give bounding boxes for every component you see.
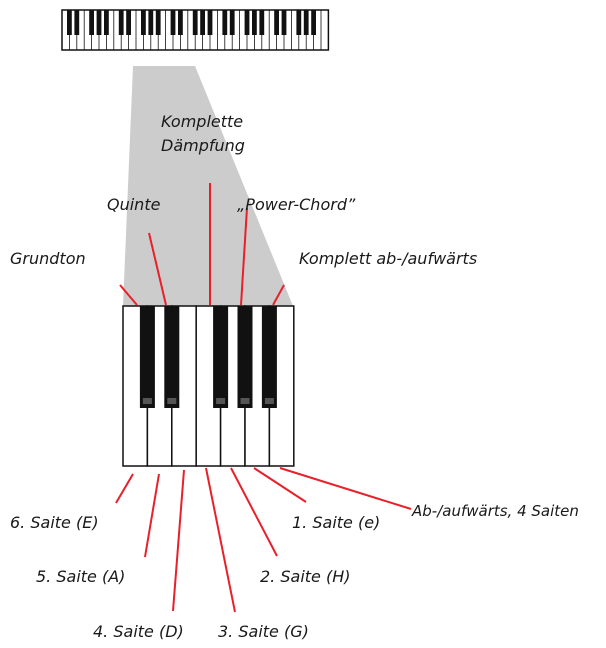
mini-black-key: [155, 10, 161, 35]
label-saite5: 5. Saite (A): [36, 567, 125, 586]
callout-saite3: [205, 467, 236, 613]
callout-saite1: [253, 467, 307, 503]
label-power-chord: „Power-Chord”: [237, 195, 356, 214]
mini-black-key: [126, 10, 131, 35]
mini-black-key: [148, 10, 154, 35]
black-key-highlight: [142, 398, 152, 404]
label-ab-4: Ab-/aufwärts, 4 Saiten: [411, 502, 579, 520]
mini-black-key: [96, 10, 102, 35]
mini-black-key: [192, 10, 198, 35]
mini-black-key: [222, 10, 228, 35]
black-key: [139, 306, 155, 408]
label-quinte: Quinte: [107, 195, 161, 214]
callout-ab-4: [279, 467, 412, 510]
mini-black-key: [67, 10, 72, 35]
label-saite6: 6. Saite (E): [10, 513, 99, 532]
mini-black-key: [252, 10, 257, 35]
mini-black-key: [311, 10, 316, 35]
callout-quinte: [148, 232, 167, 306]
black-key: [237, 306, 253, 408]
mini-black-key: [303, 10, 309, 35]
mini-black-key: [244, 10, 250, 35]
mini-black-key: [178, 10, 183, 35]
black-key-highlight: [240, 398, 250, 404]
callout-saite6: [115, 473, 134, 504]
label-komplett-ab: Komplett ab-/aufwärts: [299, 249, 477, 268]
black-key-highlight: [264, 398, 274, 404]
black-key-highlight: [216, 398, 226, 404]
mini-black-key: [74, 10, 80, 35]
label-grundton: Grundton: [10, 249, 86, 268]
callout-komplett-ab: [272, 284, 285, 306]
enlarged-keyboard-section: [122, 305, 295, 467]
label-saite1: 1. Saite (e): [292, 513, 380, 532]
mini-black-key: [118, 10, 124, 35]
mini-black-key: [89, 10, 94, 35]
mini-black-key: [170, 10, 176, 35]
black-key: [164, 306, 180, 408]
callout-power-chord: [240, 207, 248, 306]
black-key-highlight: [167, 398, 177, 404]
label-saite4: 4. Saite (D): [93, 622, 184, 641]
mini-black-key: [281, 10, 287, 35]
mini-black-key: [104, 10, 109, 35]
callout-saite2: [230, 467, 278, 557]
callout-saite5: [144, 473, 160, 558]
label-saite3: 3. Saite (G): [218, 622, 309, 641]
zoom-wedge: [123, 66, 293, 306]
keyboard-icon: [61, 9, 330, 51]
black-key: [213, 306, 229, 408]
black-key: [261, 306, 277, 408]
label-saite2: 2. Saite (H): [260, 567, 350, 586]
callout-grundton: [119, 284, 138, 306]
mini-black-key: [141, 10, 146, 35]
mini-black-key: [229, 10, 235, 35]
mini-black-key: [259, 10, 265, 35]
label-komplette-line1: Komplette: [161, 112, 243, 131]
mini-black-key: [296, 10, 302, 35]
mini-black-key: [274, 10, 279, 35]
mini-black-key: [200, 10, 205, 35]
callout-lines: [115, 183, 412, 613]
label-komplette-line2: Dämpfung: [161, 136, 245, 155]
callout-saite4: [172, 469, 185, 612]
mini-black-key: [207, 10, 213, 35]
